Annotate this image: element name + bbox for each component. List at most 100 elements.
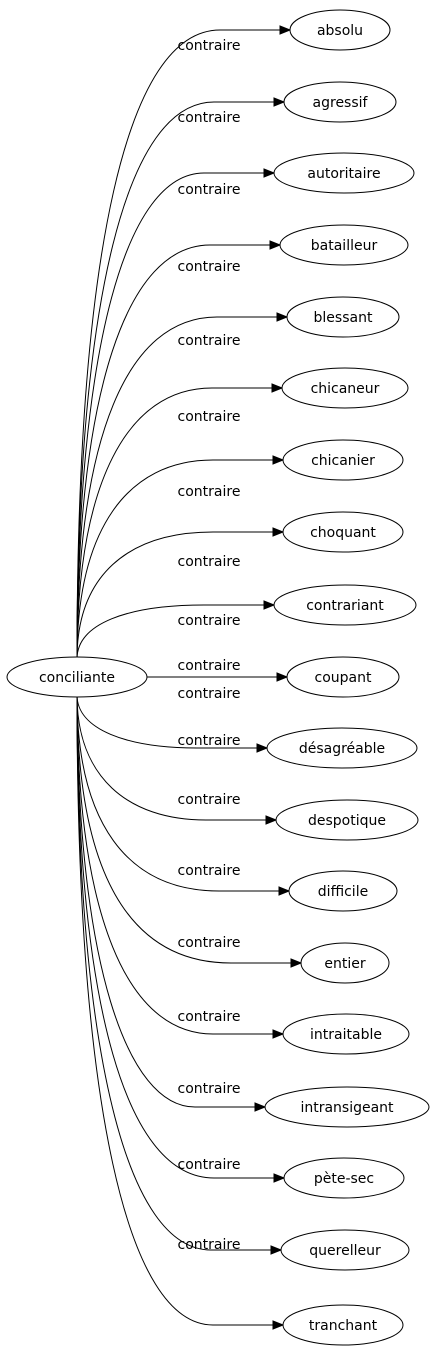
node-tranchant: tranchant <box>282 1304 404 1346</box>
edge-coupant: contraire <box>147 658 289 682</box>
edge-label: contraire <box>178 38 241 54</box>
edge-label: contraire <box>178 110 241 126</box>
arrowhead-icon <box>263 168 276 178</box>
node-label: difficile <box>318 884 368 900</box>
node-contrariant: contrariant <box>273 584 417 626</box>
node-ellipse <box>282 1013 410 1055</box>
node-coupant: coupant <box>286 656 400 698</box>
edge-difficile: contraire <box>76 694 291 896</box>
arrowhead-icon <box>256 743 269 753</box>
node-despotique: despotique <box>275 799 419 841</box>
node-label: batailleur <box>311 238 378 254</box>
edge-intraitable: contraire <box>76 694 285 1039</box>
node-chicaneur: chicaneur <box>281 367 409 409</box>
edge-line <box>76 694 273 1326</box>
node-label: entier <box>324 956 365 972</box>
edge-desagreable: contraire <box>76 686 269 753</box>
arrowhead-icon <box>273 1173 286 1183</box>
node-ellipse <box>300 942 390 984</box>
node-label: chicanier <box>311 453 375 469</box>
edge-querelleur: contraire <box>76 694 283 1255</box>
edge-line <box>76 694 275 1179</box>
node-ellipse <box>283 1157 405 1199</box>
arrowhead-icon <box>272 527 285 537</box>
node-ellipse <box>273 152 415 194</box>
node-ellipse <box>279 224 409 266</box>
arrowhead-icon <box>290 958 303 968</box>
edge-intransigeant: contraire <box>76 694 267 1112</box>
edge-absolu: contraire <box>76 25 292 660</box>
arrowhead-icon <box>278 886 291 896</box>
node-label: chicaneur <box>311 381 380 397</box>
node-choquant: choquant <box>282 511 404 553</box>
edge-label: contraire <box>178 409 241 425</box>
edge-line <box>76 101 275 660</box>
edge-label: contraire <box>178 484 241 500</box>
edge-line <box>76 694 266 821</box>
edge-despotique: contraire <box>76 694 278 825</box>
node-ellipse <box>281 367 409 409</box>
node-label: désagréable <box>299 741 385 757</box>
node-ellipse <box>282 511 404 553</box>
edge-label: contraire <box>178 613 241 629</box>
edge-label: contraire <box>178 1009 241 1025</box>
arrowhead-icon <box>263 600 276 610</box>
arrowhead-icon <box>265 815 278 825</box>
node-ellipse <box>286 656 400 698</box>
edge-line <box>76 244 270 660</box>
node-label: despotique <box>308 813 386 829</box>
node-absolu: absolu <box>289 9 391 51</box>
node-blessant: blessant <box>286 296 400 338</box>
node-batailleur: batailleur <box>279 224 409 266</box>
edge-label: contraire <box>178 686 241 702</box>
edge-label: contraire <box>178 182 241 198</box>
edge-label: contraire <box>178 792 241 808</box>
node-label: contrariant <box>306 598 384 614</box>
edge-line <box>76 531 273 660</box>
edge-line <box>76 387 272 660</box>
edge-label: contraire <box>178 1237 241 1253</box>
edge-choquant: contraire <box>76 527 285 660</box>
node-intraitable: intraitable <box>282 1013 410 1055</box>
edge-line <box>76 694 272 1251</box>
node-label: choquant <box>310 525 376 541</box>
edge-blessant: contraire <box>76 312 289 660</box>
root-node: conciliante <box>6 656 148 698</box>
edge-agressif: contraire <box>76 97 286 660</box>
edge-label: contraire <box>178 1081 241 1097</box>
node-autoritaire: autoritaire <box>273 152 415 194</box>
node-label: absolu <box>317 23 363 39</box>
node-label: intraitable <box>310 1027 382 1043</box>
root-node-label: conciliante <box>39 670 115 686</box>
edge-line <box>76 459 273 660</box>
edge-autoritaire: contraire <box>76 168 276 660</box>
node-entier: entier <box>300 942 390 984</box>
arrowhead-icon <box>254 1102 267 1112</box>
root-node-ellipse <box>6 656 148 698</box>
node-ellipse <box>282 1304 404 1346</box>
node-desagreable: désagréable <box>266 727 418 769</box>
arrowhead-icon <box>272 455 285 465</box>
node-ellipse <box>266 727 418 769</box>
node-label: blessant <box>314 310 373 326</box>
node-label: autoritaire <box>307 166 380 182</box>
node-chicanier: chicanier <box>282 439 404 481</box>
node-ellipse <box>283 81 397 123</box>
node-ellipse <box>289 9 391 51</box>
node-intransigeant: intransigeant <box>264 1086 430 1128</box>
edge-tranchant: contraire <box>76 694 285 1330</box>
edge-contrariant: contraire <box>76 600 276 660</box>
arrowhead-icon <box>273 97 286 107</box>
edge-label: contraire <box>178 554 241 570</box>
node-label: intransigeant <box>300 1100 394 1116</box>
arrowhead-icon <box>276 312 289 322</box>
edge-label: contraire <box>178 863 241 879</box>
arrowhead-icon <box>276 672 289 682</box>
edge-batailleur: contraire <box>76 240 282 660</box>
node-ellipse <box>280 1229 410 1271</box>
edge-chicaneur: contraire <box>76 383 284 660</box>
arrowhead-icon <box>279 25 292 35</box>
edge-line <box>76 694 273 1035</box>
node-label: querelleur <box>309 1243 381 1259</box>
